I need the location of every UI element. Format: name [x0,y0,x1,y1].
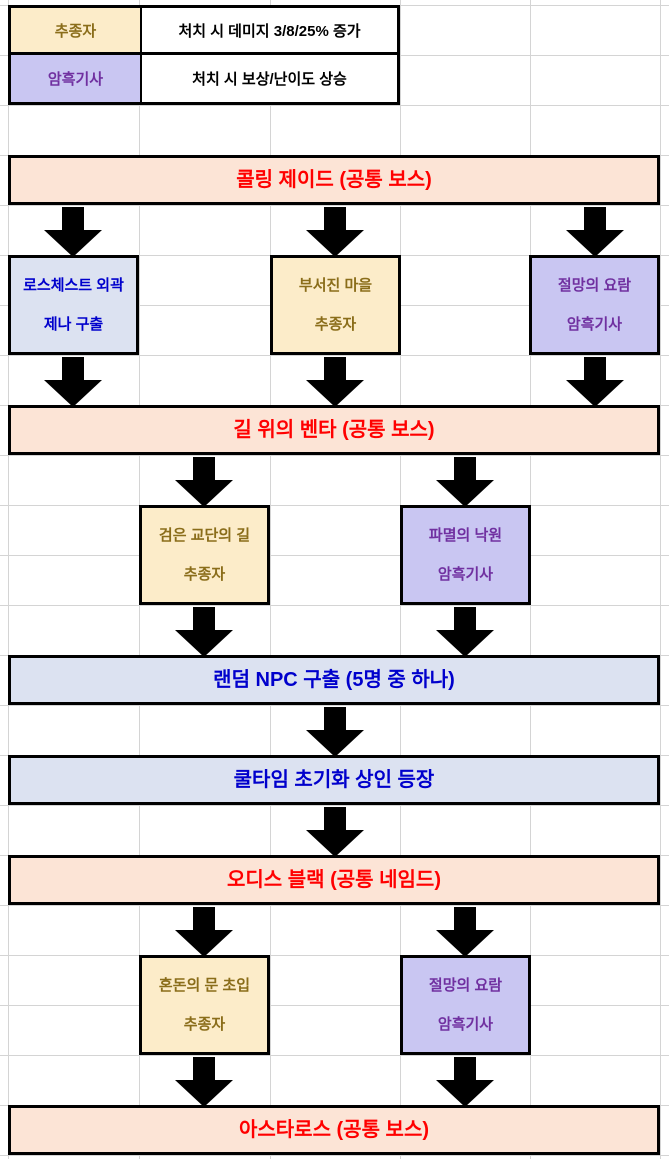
gridline-horizontal [0,455,669,456]
node-label-line2: 추종자 [183,1016,226,1033]
gridline-horizontal [0,705,669,706]
node-stage-cradle-of-despair-2[interactable]: 절망의 요람 암흑기사 [400,955,531,1055]
node-label: 랜덤 NPC 구출 (5명 중 하나) [213,668,455,691]
node-label: 길 위의 벤타 (공통 보스) [233,418,435,441]
gridline-horizontal [0,805,669,806]
gridline-horizontal [0,105,669,106]
node-label-line2: 제나 구출 [43,316,104,333]
node-label-line1: 절망의 요람 [428,976,503,994]
node-stage-paradise-of-ruin[interactable]: 파멸의 낙원 암흑기사 [400,505,531,605]
arrow-down-icon [175,607,233,657]
node-label-line2: 암흑기사 [566,316,623,333]
node-label: 아스타로스 (공통 보스) [238,1118,430,1141]
node-label-line2: 추종자 [183,566,226,583]
arrow-down-icon [436,907,494,957]
legend-value-follower: 처치 시 데미지 3/8/25% 증가 [142,8,397,52]
node-event-random-npc-rescue[interactable]: 랜덤 NPC 구출 (5명 중 하나) [8,655,660,705]
gridline-horizontal [0,505,669,506]
arrow-down-icon [306,357,364,407]
node-label: 쿨타임 초기화 상인 등장 [233,768,435,791]
node-boss-benta-on-the-road[interactable]: 길 위의 벤타 (공통 보스) [8,405,660,455]
node-stage-black-order-path[interactable]: 검은 교단의 길 추종자 [139,505,270,605]
arrow-down-icon [566,357,624,407]
arrow-down-icon [175,457,233,507]
node-label-line1: 절망의 요람 [557,276,632,294]
node-stage-broken-village[interactable]: 부서진 마을 추종자 [270,255,401,355]
legend-value-darkknight: 처치 시 보상/난이도 상승 [142,55,397,102]
node-stage-loschest-outskirts[interactable]: 로스체스트 외곽 제나 구출 [8,255,139,355]
legend-row-follower: 추종자 처치 시 데미지 3/8/25% 증가 [11,8,397,55]
node-named-odis-black[interactable]: 오디스 블랙 (공통 네임드) [8,855,660,905]
arrow-down-icon [306,707,364,757]
arrow-down-icon [436,457,494,507]
gridline-horizontal [0,355,669,356]
node-boss-astaroth[interactable]: 아스타로스 (공통 보스) [8,1105,660,1155]
node-stage-cradle-of-despair-1[interactable]: 절망의 요람 암흑기사 [529,255,660,355]
gridline-horizontal [0,205,669,206]
node-label-line1: 검은 교단의 길 [158,526,251,544]
legend-key-darkknight: 암흑기사 [11,55,142,102]
gridline-horizontal [0,555,669,556]
gridline-horizontal [0,605,669,606]
node-label-line2: 암흑기사 [437,566,494,583]
arrow-down-icon [44,207,102,257]
arrow-down-icon [175,907,233,957]
node-boss-calling-jade[interactable]: 콜링 제이드 (공통 보스) [8,155,660,205]
gridline-vertical [660,0,661,1159]
gridline-horizontal [0,1155,669,1156]
node-label-line1: 혼돈의 문 초입 [158,976,251,994]
node-event-cooldown-reset-merchant[interactable]: 쿨타임 초기화 상인 등장 [8,755,660,805]
node-label: 콜링 제이드 (공통 보스) [236,168,432,191]
gridline-horizontal [0,905,669,906]
gridline-horizontal [0,1055,669,1056]
gridline-vertical [270,0,271,1159]
node-label: 오디스 블랙 (공통 네임드) [227,868,441,891]
arrow-down-icon [566,207,624,257]
arrow-down-icon [436,1057,494,1107]
gridline-horizontal [0,955,669,956]
node-stage-gate-of-chaos-entrance[interactable]: 혼돈의 문 초입 추종자 [139,955,270,1055]
arrow-down-icon [306,207,364,257]
arrow-down-icon [436,607,494,657]
legend-row-darkknight: 암흑기사 처치 시 보상/난이도 상승 [11,55,397,102]
node-label-line2: 암흑기사 [437,1016,494,1033]
node-label-line2: 추종자 [314,316,357,333]
legend-table: 추종자 처치 시 데미지 3/8/25% 증가 암흑기사 처치 시 보상/난이도… [8,5,400,105]
legend-key-follower: 추종자 [11,8,142,52]
node-label-line1: 로스체스트 외곽 [23,276,124,294]
gridline-vertical [8,0,9,1159]
gridline-horizontal [0,1005,669,1006]
arrow-down-icon [175,1057,233,1107]
node-label-line1: 파멸의 낙원 [428,526,503,544]
node-label-line1: 부서진 마을 [298,276,373,294]
arrow-down-icon [44,357,102,407]
arrow-down-icon [306,807,364,857]
